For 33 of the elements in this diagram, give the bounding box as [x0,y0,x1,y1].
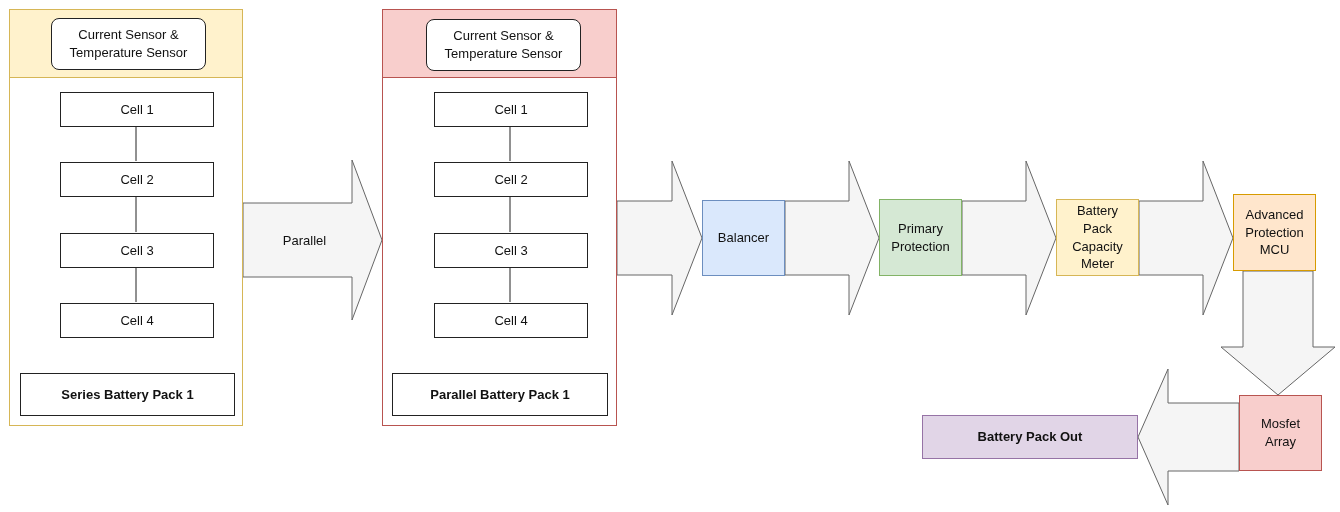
cell-box: Cell 1 [434,92,588,127]
connector-line [135,195,137,233]
pack-container [9,9,243,426]
cell-box: Cell 2 [60,162,214,197]
block-arrow [616,160,703,316]
connector-line [509,125,511,162]
process-box: Mosfet Array [1239,395,1322,471]
cell-box: Cell 3 [434,233,588,268]
pack-name-box: Series Battery Pack 1 [20,373,235,416]
cell-box: Cell 4 [60,303,214,338]
output-box: Battery Pack Out [922,415,1138,459]
process-box: Battery Pack Capacity Meter [1056,199,1139,276]
process-box: Balancer [702,200,785,276]
block-arrow [1220,270,1336,396]
block-arrow [961,160,1057,316]
block-arrow [784,160,880,316]
cell-box: Cell 1 [60,92,214,127]
block-arrow [242,159,383,321]
block-arrow [1138,160,1234,316]
connector-line [135,125,137,162]
pack-container [382,9,617,426]
sensor-box: Current Sensor & Temperature Sensor [51,18,206,70]
pack-name-box: Parallel Battery Pack 1 [392,373,608,416]
process-box: Primary Protection [879,199,962,276]
cell-box: Cell 4 [434,303,588,338]
sensor-box: Current Sensor & Temperature Sensor [426,19,581,71]
connector-line [509,266,511,303]
process-box: Advanced Protection MCU [1233,194,1316,271]
connector-line [135,266,137,303]
block-arrow [1137,368,1240,506]
connector-line [509,195,511,233]
cell-box: Cell 2 [434,162,588,197]
cell-box: Cell 3 [60,233,214,268]
